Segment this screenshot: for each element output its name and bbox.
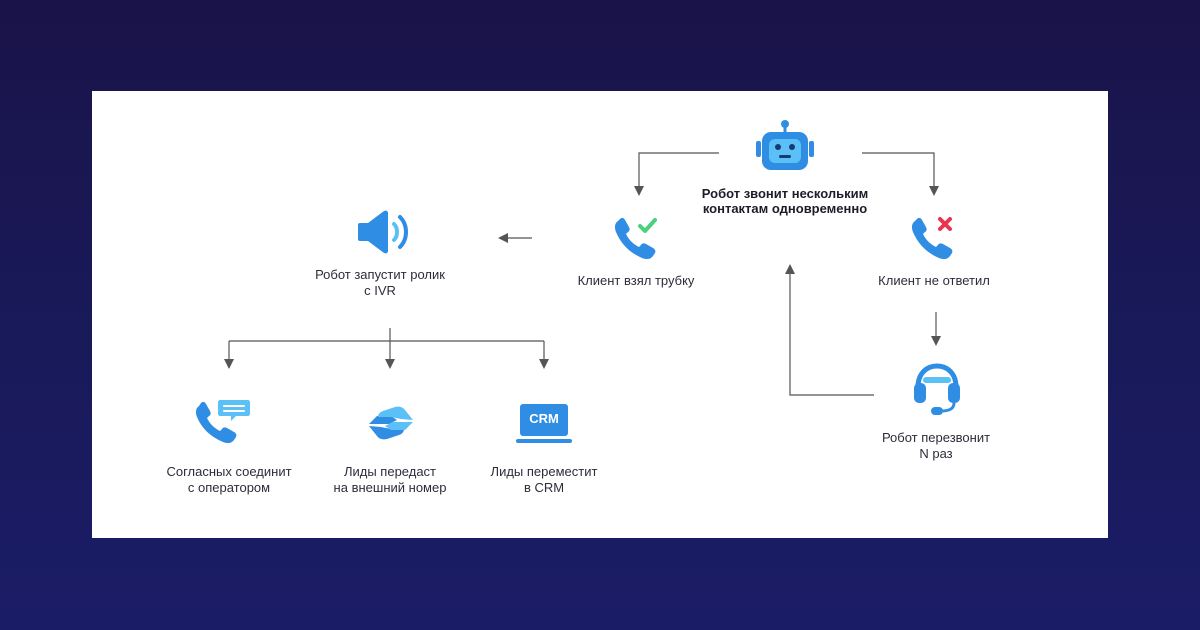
robot-icon [756, 120, 814, 170]
not-answered-label: Клиент не ответил [878, 273, 990, 288]
external-label: Лиды передаст на внешний номер [333, 464, 447, 495]
headset-icon [914, 363, 960, 415]
crm-badge: CRM [529, 411, 559, 426]
phone-chat-icon [195, 400, 250, 444]
connector-robot-answered [634, 152, 719, 196]
phone-check-icon [614, 217, 657, 260]
connector-redial-loop [785, 264, 874, 396]
connectors [224, 152, 941, 396]
ivr-label: Робот запустит ролик с IVR [315, 267, 445, 298]
speaker-icon [358, 210, 408, 254]
connector-robot-not-answered [862, 152, 939, 196]
answered-label: Клиент взял трубку [577, 273, 695, 288]
crm-label: Лиды переместит в CRM [490, 464, 598, 495]
operator-label: Согласных соединит с оператором [166, 464, 292, 495]
crm-laptop-icon: CRM [516, 402, 572, 446]
robot-label: Робот звонит нескольким контактам одновр… [701, 186, 869, 216]
phone-cross-icon [911, 217, 953, 260]
handshake-icon [369, 406, 413, 440]
flow-diagram-card: Робот звонит нескольким контактам одновр… [92, 91, 1108, 538]
redial-label: Робот перезвонит N раз [881, 430, 991, 461]
